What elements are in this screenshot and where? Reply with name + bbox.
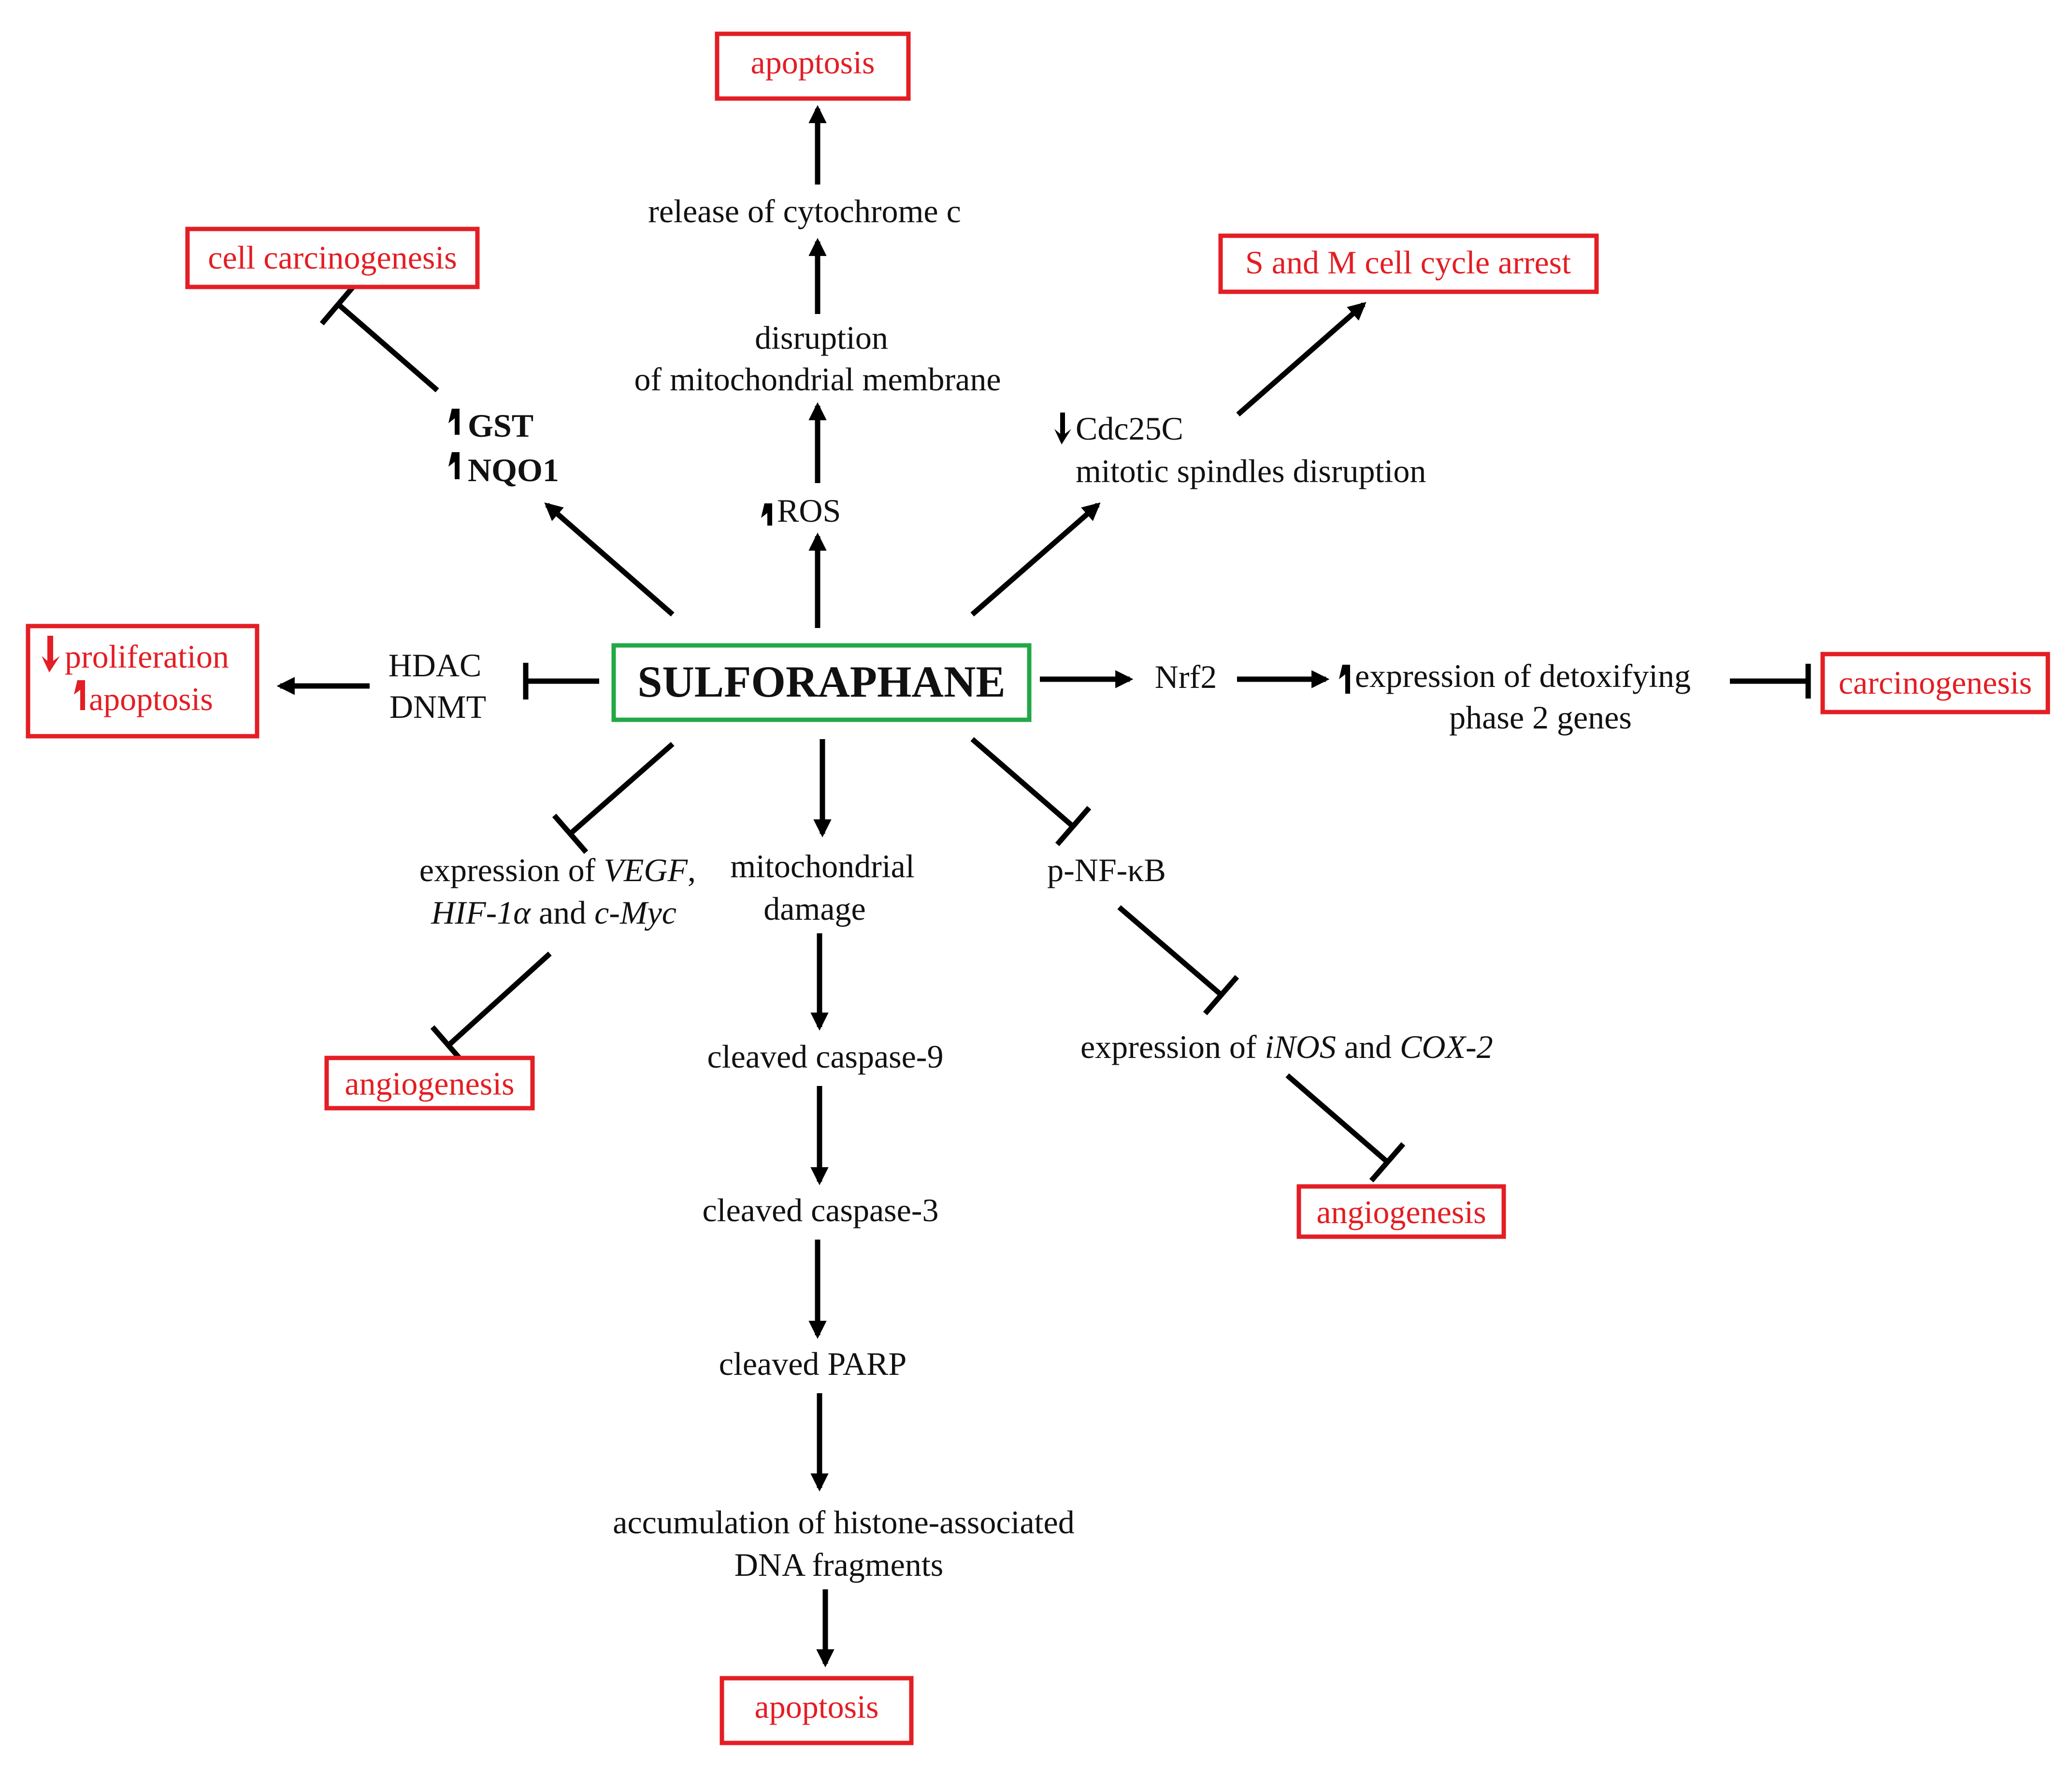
vegf-expression-line-1: expression of VEGF,: [419, 852, 696, 888]
cox2-label: COX-2: [1400, 1028, 1493, 1065]
inhibit-bar: [1369, 1142, 1406, 1183]
and-label: and: [1336, 1028, 1400, 1065]
carcinogenesis-box: [1820, 652, 2050, 714]
cdc25c-label: Cdc25C: [1076, 410, 1183, 447]
expression-label-2: phase 2 genes: [1449, 699, 1632, 736]
hif-label: HIF-1α: [431, 894, 531, 931]
arrow-cdc25c-to-arrest: [1236, 302, 1367, 417]
inhibit-gst-to-carcinogenesis: [336, 302, 439, 393]
apoptosis-bottom-box: [719, 1676, 914, 1745]
inhibit-bar: [1055, 806, 1092, 846]
inhibit-center-to-nfkb: [970, 737, 1076, 829]
vegf-expression-line-2: HIF-1α and c-Myc: [431, 894, 676, 931]
arrow-center-to-gst: [544, 502, 675, 617]
mito-label-1: mitochondrial: [730, 848, 914, 885]
dna-label-2: DNA fragments: [734, 1546, 943, 1583]
up-arrow-icon: [1339, 665, 1350, 694]
inhibit-bar: [552, 814, 589, 854]
cytochrome-label: release of cytochrome c: [648, 193, 961, 229]
inos-expression-label: expression of iNOS and COX-2: [1080, 1028, 1493, 1065]
disruption-label-2: of mitochondrial membrane: [634, 361, 1001, 398]
proliferation-apoptosis-box: [26, 624, 259, 739]
dna-label-1: accumulation of histone-associated: [613, 1504, 1074, 1541]
comma: ,: [688, 852, 696, 888]
expression-prefix: expression of: [419, 852, 604, 888]
expression-label-1: expression of detoxifying: [1355, 657, 1691, 694]
apoptosis-top-label: apoptosis: [751, 44, 875, 81]
inhibit-bar: [319, 283, 357, 326]
spindles-label: mitotic spindles disruption: [1076, 453, 1426, 489]
apoptosis-bottom-label: apoptosis: [755, 1688, 879, 1725]
nqo1-label: NQO1: [468, 452, 559, 488]
apoptosis-left-label: apoptosis: [89, 681, 213, 717]
apoptosis-top-box: [715, 31, 911, 101]
arrow-center-to-cdc25c: [970, 502, 1101, 617]
up-arrow-icon: [448, 452, 460, 479]
mito-label-2: damage: [763, 890, 865, 927]
ros-label: ROS: [777, 492, 841, 529]
inhibit-vegf-to-angiogenesis: [446, 951, 552, 1048]
caspase3-label: cleaved caspase-3: [703, 1192, 939, 1228]
up-arrow-icon: [448, 409, 460, 435]
inhibit-bar: [1203, 975, 1239, 1015]
nrf2-label: Nrf2: [1155, 658, 1217, 695]
center-box: [611, 643, 1032, 722]
caspase9-label: cleaved caspase-9: [707, 1038, 944, 1075]
cmyc-label: c-Myc: [594, 894, 676, 931]
inhibit-nfkb-to-inos: [1117, 905, 1223, 998]
vegf-label: VEGF: [604, 852, 688, 888]
cell-cycle-arrest-label: S and M cell cycle arrest: [1245, 244, 1571, 281]
center-label: SULFORAPHANE: [637, 657, 1006, 706]
cell-carcinogenesis-label: cell carcinogenesis: [208, 239, 457, 276]
down-arrow-icon: [1054, 413, 1071, 444]
down-arrow-icon: [42, 636, 60, 672]
angiogenesis-right-label: angiogenesis: [1316, 1194, 1486, 1230]
carcinogenesis-label: carcinogenesis: [1839, 664, 2032, 701]
hdac-label: HDAC: [388, 647, 482, 684]
inhibit-inos-to-angiogenesis: [1285, 1073, 1390, 1165]
cell-carcinogenesis-box: [185, 227, 480, 289]
parp-label: cleaved PARP: [719, 1345, 906, 1382]
angiogenesis-left-label: angiogenesis: [345, 1065, 514, 1102]
up-arrow-icon: [761, 503, 772, 526]
up-arrow-icon: [74, 680, 85, 710]
proliferation-label: proliferation: [65, 638, 229, 675]
angiogenesis-right-box: [1296, 1184, 1506, 1239]
inhibit-center-to-vegf: [568, 742, 675, 836]
and-label: and: [531, 894, 594, 931]
angiogenesis-left-box: [324, 1056, 535, 1111]
gst-label: GST: [468, 407, 533, 444]
expression-prefix: expression of: [1080, 1028, 1265, 1065]
inos-label: iNOS: [1265, 1028, 1336, 1065]
dnmt-label: DNMT: [389, 688, 486, 725]
cell-cycle-arrest-box: [1218, 233, 1599, 294]
nfkb-label: p-NF-κB: [1047, 852, 1166, 888]
disruption-label-1: disruption: [755, 319, 888, 356]
